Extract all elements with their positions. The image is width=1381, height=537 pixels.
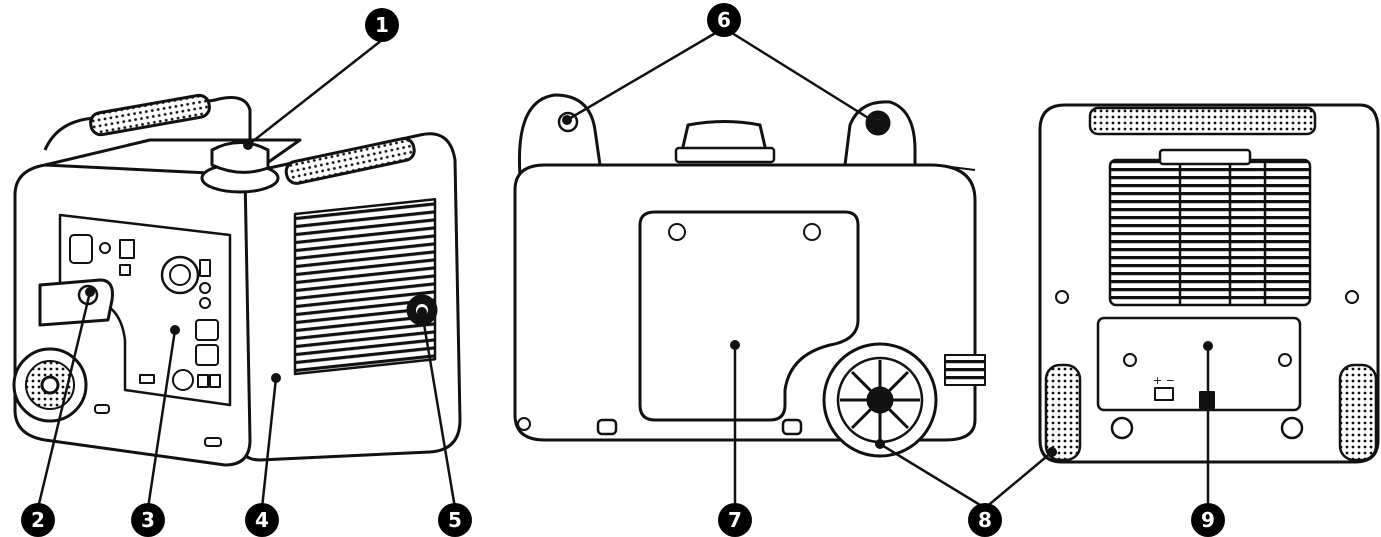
- fuel-cap: [210, 141, 270, 174]
- handle-right-loop: [843, 100, 917, 175]
- callout-3: 3: [131, 503, 165, 537]
- rear-tire-left: [1044, 363, 1082, 462]
- rear-handle-mesh: [1088, 106, 1317, 136]
- callout-7-label: 7: [728, 508, 742, 532]
- callout-1-label: 1: [375, 13, 389, 37]
- callout-1: 1: [365, 8, 399, 42]
- rear-view: + −: [1038, 103, 1380, 464]
- battery-icon: [1154, 387, 1174, 401]
- recoil-start-handle: [38, 278, 114, 327]
- callout-5-label: 5: [448, 508, 462, 532]
- side-view: [513, 93, 986, 458]
- callout-3-label: 3: [141, 508, 155, 532]
- leader-dots: [85, 115, 1213, 457]
- rear-grille: [1108, 158, 1312, 307]
- rear-battery-panel: [1096, 316, 1302, 412]
- handle-left-loop: [517, 93, 602, 176]
- callout-7: 7: [718, 503, 752, 537]
- side-access-panel: [638, 210, 860, 422]
- callout-4: 4: [245, 503, 279, 537]
- side-grille: [293, 198, 437, 376]
- callout-8-label: 8: [978, 508, 992, 532]
- callout-8: 8: [968, 503, 1002, 537]
- callout-2-label: 2: [31, 508, 45, 532]
- leader-lines: [36, 26, 1210, 510]
- callout-6-label: 6: [717, 8, 731, 32]
- callout-5: 5: [438, 503, 472, 537]
- rear-tire-right: [1338, 363, 1378, 462]
- callout-6: 6: [707, 3, 741, 37]
- battery-symbol-text: + −: [1153, 374, 1175, 387]
- callout-4-label: 4: [255, 508, 269, 532]
- handle-grip-mesh-front: [284, 137, 416, 185]
- front-left-view: [12, 93, 462, 467]
- callout-9-label: 9: [1201, 508, 1215, 532]
- callout-9: 9: [1191, 503, 1225, 537]
- handle-grip-mesh-rear: [89, 93, 211, 137]
- callout-2: 2: [21, 503, 55, 537]
